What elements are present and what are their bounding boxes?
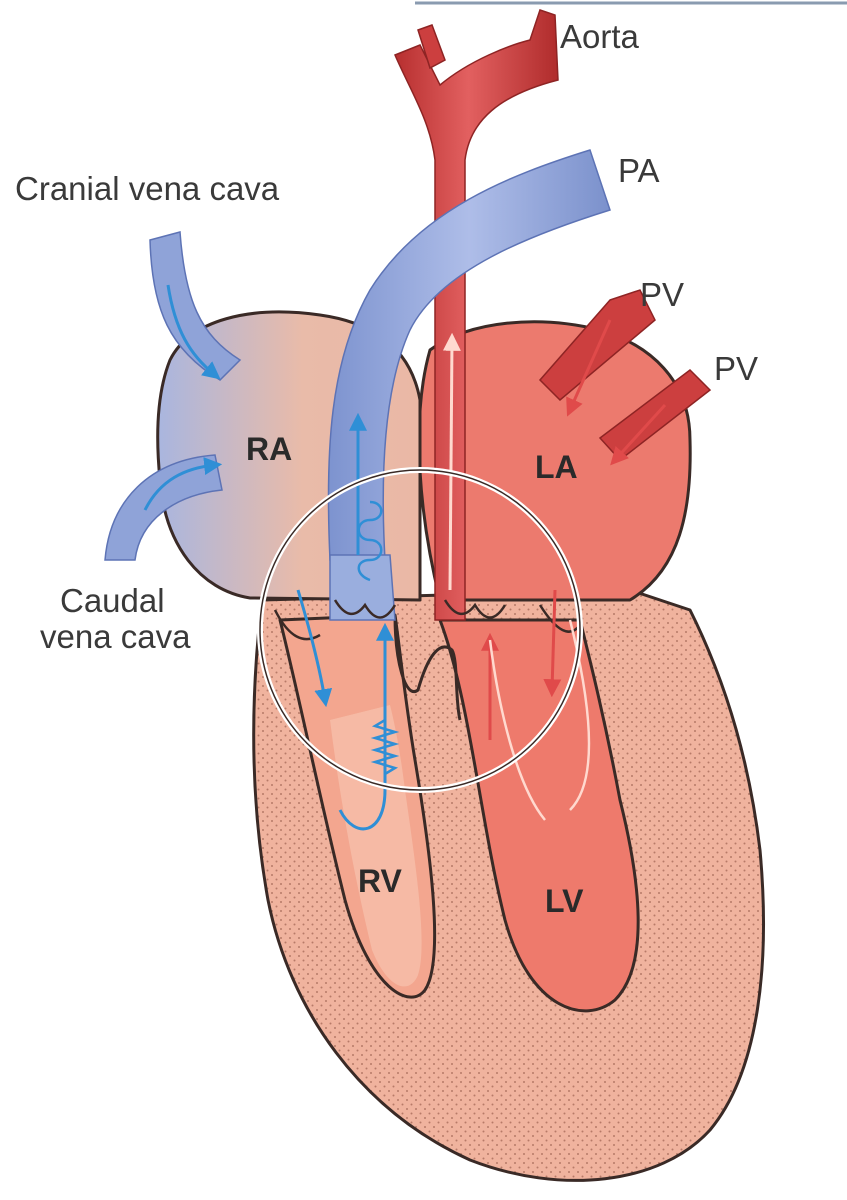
- pa-root: [329, 554, 396, 621]
- pulmonic-valve: [333, 599, 397, 619]
- label-rv: RV: [358, 863, 403, 899]
- flow-arrow-icon: [143, 457, 223, 511]
- aorta: [394, 9, 559, 621]
- caudal-vena-cava: [104, 454, 223, 561]
- flow-arrow-icon: [296, 589, 333, 708]
- label-caudal-vena-cava-line2: vena cava: [40, 618, 191, 655]
- flow-arrow-icon: [442, 332, 461, 591]
- label-pa: PA: [618, 152, 660, 189]
- label-caudal-vena-cava-line1: Caudal: [60, 582, 165, 619]
- label-pv-upper: PV: [640, 276, 684, 313]
- label-cranial-vena-cava: Cranial vena cava: [15, 170, 280, 207]
- magnifier-circle-outline: [259, 469, 581, 791]
- flow-arrow-icon: [610, 403, 667, 466]
- flow-arrow-icon: [566, 319, 612, 417]
- flow-arrow-icon: [166, 284, 221, 380]
- flow-arrow-icon: [338, 622, 394, 831]
- label-la: LA: [535, 449, 578, 485]
- flow-arrow-icon: [488, 639, 546, 821]
- label-lv: LV: [545, 883, 584, 919]
- aorta-branch: [417, 24, 446, 70]
- turbulence-spiral: [357, 500, 383, 582]
- label-aorta: Aorta: [560, 18, 640, 55]
- label-pv-lower: PV: [714, 350, 758, 387]
- cranial-vena-cava: [149, 231, 242, 381]
- septum: [393, 614, 462, 721]
- turbulence-zigzag: [370, 718, 400, 776]
- flow-arrow-icon: [543, 589, 562, 698]
- aortic-valve: [443, 599, 507, 619]
- left-atrium: [417, 320, 692, 602]
- label-ra: RA: [246, 431, 292, 467]
- tricuspid-valve: [273, 609, 321, 641]
